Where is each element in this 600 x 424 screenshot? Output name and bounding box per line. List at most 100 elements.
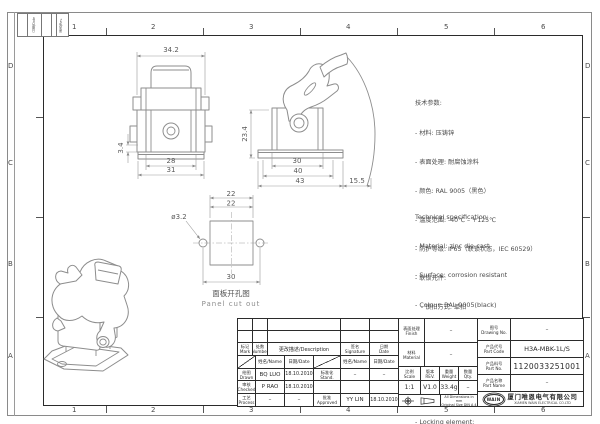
label: 版本: [425, 368, 435, 374]
company-name: 厦门唯恩电气有限公司 XIAMEN WAIN ELECTRICAL CO.LTD: [508, 393, 578, 405]
diagonal-cell: [314, 356, 341, 369]
dim-side-mid: 40: [294, 167, 303, 175]
checked-name: P RAO: [256, 381, 285, 394]
front-view: 34.2 3.4 28 31: [117, 46, 213, 179]
zone-tick: [583, 117, 590, 118]
label: 绘图: [242, 369, 251, 375]
label: 材料: [407, 349, 416, 355]
rev-cell: [341, 319, 370, 331]
zone-tick: [397, 28, 398, 35]
zone-tick: [203, 406, 204, 413]
grid-row-label: D: [8, 62, 14, 70]
dim-side-height: 23.4: [241, 126, 249, 142]
rev-cell: [268, 331, 341, 343]
dim-front-offset: 3.4: [117, 142, 125, 154]
dim-front-body: 28: [167, 157, 176, 165]
approved-name: YY LIN: [341, 394, 370, 407]
rev-cell: [253, 331, 268, 343]
dim-side-lever: 15.5: [349, 177, 365, 185]
dim-front-base: 31: [167, 166, 176, 174]
binding-margin-line: [14, 12, 15, 416]
tech-cn-line: 技术参数:: [415, 100, 442, 108]
rev-cell: [370, 331, 399, 343]
rev-header-description: 更改描述/Description: [268, 343, 341, 356]
grid-col-label: 1: [72, 406, 77, 414]
panel-caption-en: Panel cut out: [202, 300, 261, 308]
tech-en-line: - Material: zinc die-cast: [415, 241, 490, 250]
label: 产品代号: [485, 344, 503, 349]
tech-cn-line: - 防护等级: IP65（联锁状态，IEC 60529）: [415, 245, 537, 253]
tech-en-line: Technical specification:: [415, 212, 489, 221]
qty-value: –: [459, 381, 478, 395]
label: Stand.: [320, 374, 334, 380]
rev-cell: [253, 319, 268, 331]
label: 产品名称: [485, 378, 503, 383]
diagonal-cell: [238, 356, 256, 369]
grid-col-label: 3: [249, 23, 254, 31]
label: Number: [253, 349, 268, 354]
zone-tick: [36, 317, 43, 318]
scale-value: 1:1: [399, 381, 421, 395]
zone-tick: [583, 317, 590, 318]
zone-tick: [36, 217, 43, 218]
revision-strip-cell: [52, 14, 57, 36]
label: 签名: [350, 344, 360, 349]
zone-tick: [300, 28, 301, 35]
label: Part Code: [483, 349, 505, 354]
drawing-no-value: –: [511, 319, 584, 341]
zone-tick: [106, 28, 107, 35]
tech-cn-line: - 温度范围: -40℃ – +125℃: [415, 216, 497, 224]
grid-row-label: B: [585, 260, 590, 268]
dim-panel-w1: 22: [227, 190, 236, 198]
label: Finish: [405, 330, 418, 336]
side-view: 23.4 30 40 43 15.5: [241, 52, 376, 189]
grid-col-label: 5: [444, 406, 449, 414]
label: Part Name: [483, 383, 505, 388]
label: Mark: [239, 349, 251, 354]
rev-header-number: 处数Number: [253, 343, 268, 356]
rev-cell: [268, 319, 341, 331]
company-cell: WAIN 厦门唯恩电气有限公司 XIAMEN WAIN ELECTRICAL C…: [478, 392, 584, 407]
grid-col-label: 2: [151, 23, 156, 31]
grid-row-label: B: [8, 260, 13, 268]
finish-value: –: [425, 319, 478, 343]
grid-row-label: D: [585, 62, 591, 70]
revision-strip-cell: 日期/Date: [28, 14, 43, 36]
label: 图号: [489, 324, 499, 330]
dim-front-overall: 34.2: [163, 46, 179, 54]
revision-strip-cell: [42, 14, 52, 36]
tech-cn-line: - 联锁元件:: [415, 275, 447, 283]
checked-date: 18.10.2010: [285, 381, 314, 394]
grid-col-label: 1: [72, 23, 77, 31]
label: 处数: [255, 344, 265, 349]
grid-col-label: 6: [541, 406, 546, 414]
label: REV.: [425, 373, 435, 379]
grid-row-label: C: [585, 159, 590, 167]
label: Weight: [441, 373, 457, 379]
label: Date: [378, 349, 389, 354]
projection-symbol-cell: [399, 395, 441, 407]
wain-logo: WAIN: [483, 393, 504, 405]
part-no-value: 1120033251001: [511, 358, 584, 375]
grid-col-label: 4: [346, 406, 351, 414]
label: Qty.: [463, 373, 473, 379]
process-date: –: [285, 394, 314, 407]
grid-col-label: 5: [444, 23, 449, 31]
grid-col-label: 2: [151, 406, 156, 414]
dim-panel-w2: 22: [227, 200, 236, 208]
label: Checked: [238, 387, 256, 392]
label: Approved: [316, 400, 338, 405]
